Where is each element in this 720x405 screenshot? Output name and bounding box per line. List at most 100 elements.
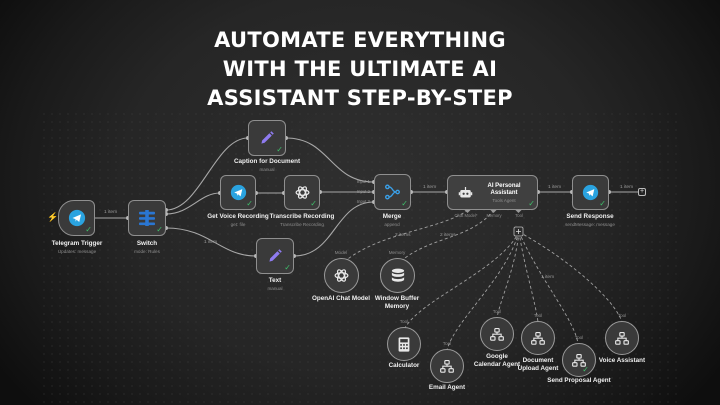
wire-caption-merge	[285, 137, 375, 183]
merge-input-2: Input 2	[357, 189, 370, 194]
node-transcribe-recording[interactable]: ✓	[284, 175, 320, 210]
sub-tag: Model	[334, 250, 348, 255]
success-check-icon: ✓	[401, 199, 408, 208]
node-send-response[interactable]: ✓	[572, 175, 609, 210]
wire-tool-docs	[518, 231, 539, 323]
switch-icon	[139, 210, 155, 226]
node-caption-document[interactable]: ✓	[248, 120, 286, 156]
node-subtitle: sendMessage: message	[565, 222, 615, 227]
node-voice-assistant[interactable]	[605, 321, 639, 355]
node-title: Switch	[136, 240, 158, 247]
robot-icon	[458, 186, 473, 197]
conn-label-send-out: 1 item	[620, 185, 634, 190]
success-check-icon: ✓	[276, 145, 283, 154]
success-check-icon: ✓	[599, 199, 606, 208]
node-title: Caption for Document	[233, 158, 301, 165]
node-get-voice-recording[interactable]: ✓	[220, 175, 256, 210]
node-subtitle: get: file	[230, 222, 246, 227]
success-check-icon: ✓	[582, 365, 589, 374]
sub-tag: Tool	[492, 309, 502, 314]
node-ai-personal-assistant[interactable]: AI Personal Assistant Tools Agent ✓	[447, 175, 538, 210]
success-check-icon: ✓	[310, 199, 317, 208]
node-title: Transcribe Recording	[269, 213, 335, 220]
conn-label-memory: 2 items	[440, 233, 456, 238]
workflow-icon	[490, 327, 504, 341]
node-window-buffer-memory[interactable]	[380, 258, 415, 293]
wire-tool-calculator	[404, 231, 520, 329]
node-title: Text	[268, 277, 282, 284]
node-document-upload-agent[interactable]	[521, 321, 555, 355]
wire-tool-voice	[518, 231, 623, 323]
node-telegram-trigger[interactable]: ✓	[58, 200, 95, 236]
node-subtitle: manual	[259, 167, 275, 172]
node-title: Merge	[382, 213, 402, 220]
node-subtitle: Transcribe Recording	[280, 222, 324, 227]
success-check-icon: ✓	[528, 199, 535, 208]
node-title: OpenAI Chat Model	[311, 295, 371, 302]
node-title: Document Upload Agent	[517, 357, 559, 372]
database-icon	[391, 268, 404, 282]
calculator-icon	[398, 336, 410, 352]
agent-port-memory: Memory	[486, 213, 502, 218]
node-subtitle: manual	[267, 286, 283, 291]
workflow-icon	[531, 331, 545, 345]
wire-memory	[399, 209, 495, 263]
wire-tool-proposal	[518, 231, 579, 345]
workflow-icon	[572, 353, 586, 367]
trigger-bolt-icon: ⚡	[47, 212, 59, 222]
wire-model	[343, 209, 469, 263]
headline-line-2: WITH THE ULTIMATE AI	[222, 57, 498, 81]
node-title: Email Agent	[428, 384, 466, 391]
node-subtitle: mode: Rules	[134, 249, 160, 254]
node-title: Get Voice Recording	[207, 213, 269, 220]
node-title: Send Proposal Agent	[547, 377, 611, 384]
node-email-agent[interactable]	[430, 349, 464, 383]
pen-icon	[261, 131, 274, 144]
agent-port-tool: Tool	[515, 213, 523, 218]
sub-tag: Tool	[574, 335, 584, 340]
telegram-icon	[582, 184, 599, 201]
sub-tag: Tool	[617, 313, 627, 318]
add-node-button[interactable]: +	[638, 188, 646, 196]
node-google-calendar-agent[interactable]	[480, 317, 514, 351]
conn-label-switch-text: 1 item	[204, 240, 218, 245]
wire-tool-calendar	[496, 231, 520, 319]
node-text[interactable]: ✓	[256, 238, 294, 274]
headline-line-1: AUTOMATE EVERYTHING	[214, 28, 506, 52]
node-title: Telegram Trigger	[51, 240, 103, 247]
wire-switch-text	[165, 227, 257, 257]
conn-label-model: 2 items	[395, 233, 411, 238]
wire-text-merge	[293, 201, 375, 257]
conn-label-trigger-switch: 1 item	[104, 210, 118, 215]
node-send-proposal-agent[interactable]: ✓	[562, 343, 596, 377]
success-check-icon: ✓	[246, 199, 253, 208]
node-title: Window Buffer Memory	[374, 295, 420, 310]
node-calculator[interactable]	[387, 327, 421, 361]
conn-label-tools: 1 item	[541, 275, 555, 280]
telegram-icon	[230, 184, 246, 201]
conn-label-merge-agent: 1 item	[423, 185, 437, 190]
wire-switch-caption	[165, 137, 249, 211]
success-check-icon: ✓	[284, 263, 291, 272]
wire-switch-voice	[165, 192, 221, 215]
node-merge[interactable]: ✓	[374, 174, 411, 210]
success-check-icon: ✓	[85, 225, 92, 234]
sub-tag: Tool	[442, 341, 452, 346]
workflow-icon	[440, 359, 454, 373]
sub-tag: Tool	[399, 319, 409, 324]
openai-icon	[334, 269, 349, 282]
telegram-icon	[68, 209, 85, 227]
node-title: Voice Assistant	[598, 357, 646, 364]
headline-line-3: ASSISTANT STEP-BY-STEP	[207, 86, 513, 110]
node-subtitle: Updates: message	[57, 249, 97, 254]
sub-tag: Tool	[533, 313, 543, 318]
sub-tag: Memory	[388, 250, 406, 255]
wire-tool-email	[446, 231, 520, 351]
headline: AUTOMATE EVERYTHING WITH THE ULTIMATE AI…	[0, 26, 720, 113]
node-subtitle: append	[384, 222, 400, 227]
merge-input-3: Input 3	[357, 199, 370, 204]
node-openai-chat-model[interactable]	[324, 258, 359, 293]
node-switch[interactable]: ✓	[128, 200, 166, 236]
node-title: Send Response	[566, 213, 614, 220]
